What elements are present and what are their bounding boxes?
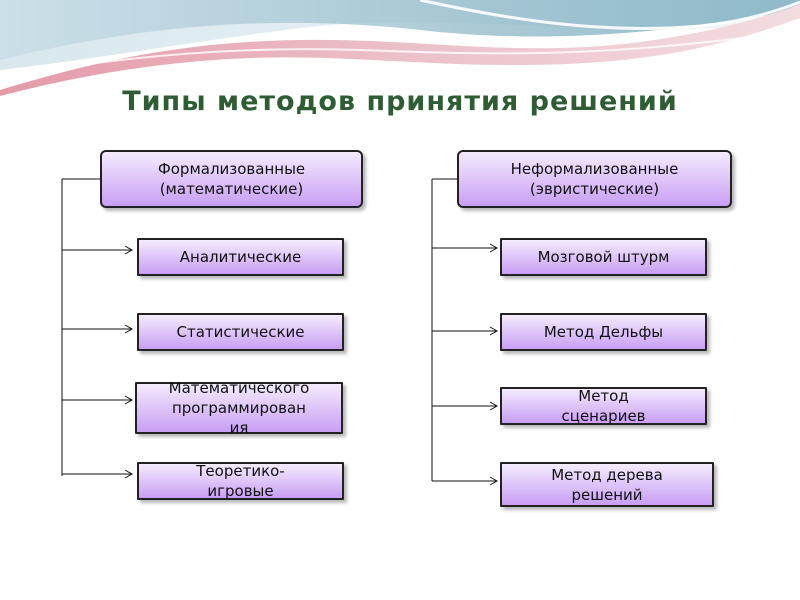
right-branch-arrow-3 — [432, 401, 499, 411]
left-header-box: Формализованные (математические) — [100, 150, 363, 208]
right-branch-arrow-1 — [432, 243, 499, 253]
right-branch-arrow-4 — [432, 476, 499, 486]
decorative-wave-banner — [0, 0, 800, 100]
right-item-delphi: Метод Дельфы — [500, 313, 707, 351]
left-branch-arrow-4 — [62, 469, 134, 479]
right-header-box: Неформализованные (эвристические) — [457, 150, 732, 208]
right-item-decision-tree: Метод дерева решений — [500, 462, 714, 507]
slide-title: Типы методов принятия решений — [122, 86, 678, 117]
left-branch-arrow-2 — [62, 324, 134, 334]
left-item-game-theory: Теоретико- игровые — [137, 462, 344, 500]
right-branch-arrow-2 — [432, 326, 499, 336]
left-item-math-programming: Математического программирован ия — [135, 379, 343, 437]
left-branch-arrow-3 — [62, 395, 134, 405]
left-item-analytic: Аналитические — [137, 238, 344, 276]
left-branch-arrow-1 — [62, 245, 134, 255]
right-item-brainstorm: Мозговой штурм — [500, 238, 707, 276]
right-item-scenarios: Метод сценариев — [500, 387, 707, 425]
left-item-statistical: Статистические — [137, 313, 344, 351]
